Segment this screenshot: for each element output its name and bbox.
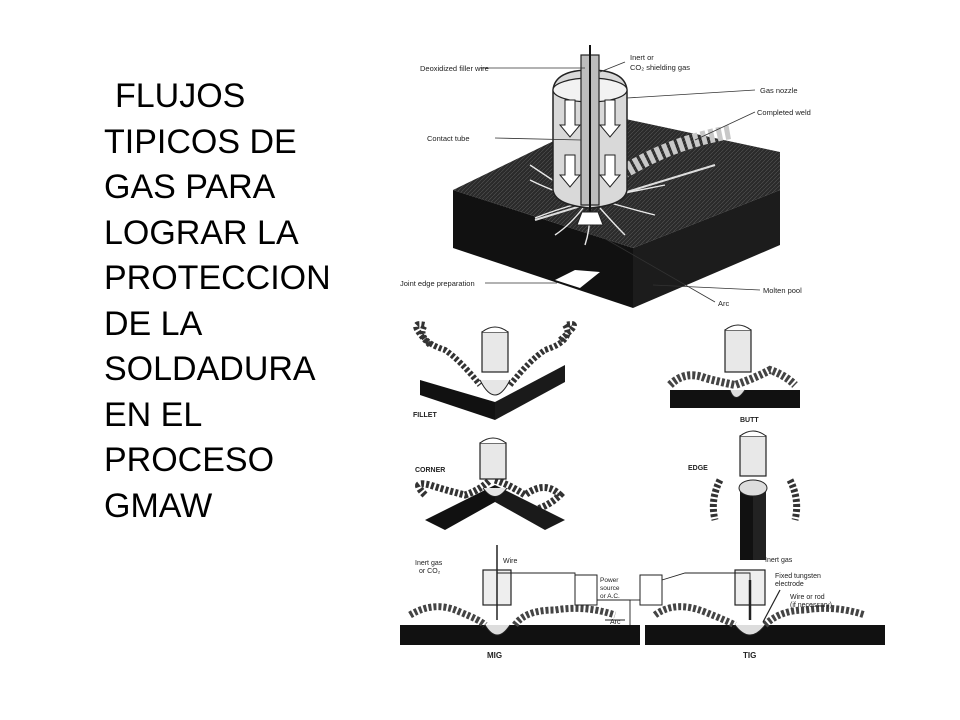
label-inert-gas-2: CO₂ shielding gas	[630, 63, 690, 72]
label-tig: TIG	[743, 651, 756, 660]
label-inert-gas-1: Inert or	[630, 53, 654, 62]
fillet-joint: FILLET	[413, 321, 577, 420]
slide-text-line: GAS PARA	[104, 168, 276, 206]
label-arc: Arc	[718, 299, 730, 308]
welding-diagram-svg: Deoxidized filler wire Inert or CO₂ shie…	[400, 45, 885, 660]
slide-text-line: PROCESO	[104, 441, 275, 479]
label-gas-nozzle: Gas nozzle	[760, 86, 798, 95]
label-completed-weld: Completed weld	[757, 108, 811, 117]
label-contact-tube: Contact tube	[427, 134, 470, 143]
corner-joint: CORNER	[415, 437, 565, 530]
slide-text-line: FLUJOS	[115, 77, 246, 115]
label-power-3: or A.C.	[600, 593, 620, 600]
slide-text-line: SOLDADURA	[104, 350, 316, 388]
slide-text: FLUJOS TIPICOS DE GAS PARA LOGRAR LA PROTECC…	[104, 74, 374, 529]
label-filler-2: (if necessary)	[790, 602, 832, 609]
label-mig: MIG	[487, 651, 502, 660]
workpiece-front-right	[633, 190, 780, 308]
label-inert-gas-co2-1: Inert gas	[415, 560, 443, 567]
label-wire: Wire	[503, 558, 517, 565]
label-corner: CORNER	[415, 467, 445, 474]
label-butt: BUTT	[740, 417, 759, 424]
mig-tig-schematic: Inert gas or CO₂ Wire Power source or A.…	[400, 545, 885, 660]
label-inert-gas: Inert gas	[765, 557, 793, 564]
label-fillet: FILLET	[413, 412, 437, 419]
label-arc-bottom: Arc	[610, 619, 621, 626]
slide-text-line: DE LA	[104, 304, 203, 343]
leader-lines	[480, 61, 761, 303]
welding-figure: Deoxidized filler wire Inert or CO₂ shie…	[385, 40, 900, 680]
arc-glow	[576, 211, 604, 226]
label-power-2: source	[600, 585, 620, 592]
slide-text-line: GMAW	[104, 486, 213, 525]
label-power-1: Power	[600, 577, 619, 584]
label-tungsten-1: Fixed tungsten	[775, 573, 821, 580]
slide-text-line: EN EL	[104, 395, 203, 434]
joint-groove	[555, 270, 600, 288]
label-joint-edge: Joint edge preparation	[400, 279, 475, 288]
gmaw-torch-illustration: Deoxidized filler wire Inert or CO₂ shie…	[400, 45, 811, 308]
slide-text-line: LOGRAR LA	[104, 213, 299, 252]
slide-text-line: PROTECCION	[104, 259, 331, 297]
label-tungsten-2: electrode	[775, 581, 804, 588]
label-inert-gas-co2-2: or CO₂	[419, 568, 441, 575]
label-edge: EDGE	[688, 465, 708, 472]
gas-arrows	[558, 99, 622, 188]
slide-text-line: TIPICOS DE	[104, 122, 297, 161]
butt-joint: BUTT	[667, 324, 800, 424]
label-molten-pool: Molten pool	[763, 286, 802, 295]
label-filler-wire: Deoxidized filler wire	[420, 64, 489, 73]
edge-joint: EDGE	[688, 430, 801, 560]
label-filler-1: Wire or rod	[790, 594, 825, 601]
